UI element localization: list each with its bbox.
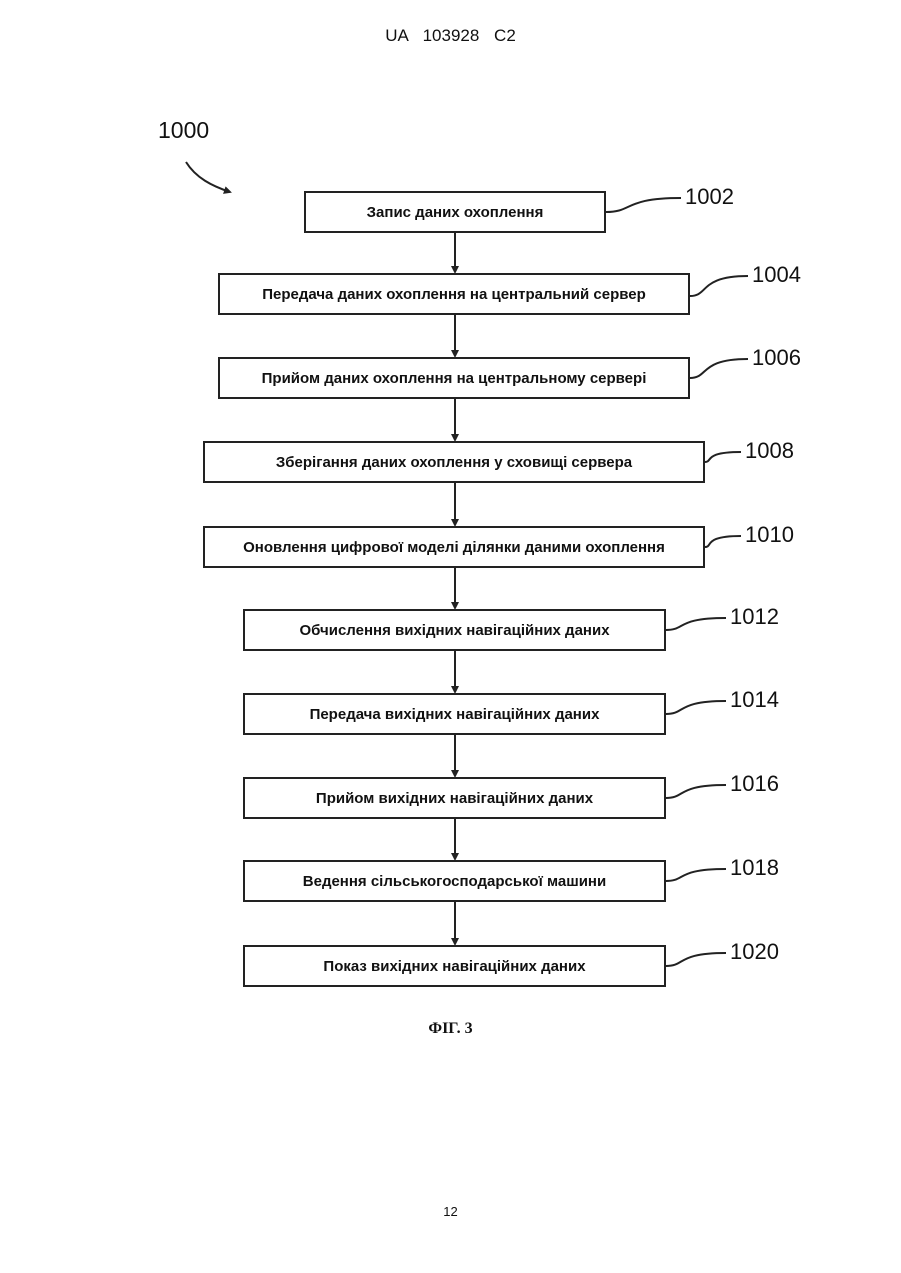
step-label-leader-line xyxy=(666,869,726,881)
page-number: 12 xyxy=(0,1204,901,1219)
flow-step-number: 1008 xyxy=(745,438,794,464)
flow-step-box: Зберігання даних охоплення у сховищі сер… xyxy=(203,441,705,483)
figure-reference-number: 1000 xyxy=(158,117,209,144)
flow-step-number: 1016 xyxy=(730,771,779,797)
flow-step-box: Прийом вихідних навігаційних даних xyxy=(243,777,666,819)
step-label-leader-line xyxy=(606,198,681,212)
reference-pointer-arrow xyxy=(186,162,230,192)
step-label-leader-line xyxy=(666,953,726,966)
flow-step-number: 1004 xyxy=(752,262,801,288)
flow-step-number: 1014 xyxy=(730,687,779,713)
step-label-leader-line xyxy=(690,276,748,296)
flow-step-box: Показ вихідних навігаційних даних xyxy=(243,945,666,987)
flow-step-box: Обчислення вихідних навігаційних даних xyxy=(243,609,666,651)
flow-step-box: Оновлення цифрової моделі ділянки даними… xyxy=(203,526,705,568)
step-label-leader-line xyxy=(666,618,726,630)
flow-step-box: Передача вихідних навігаційних даних xyxy=(243,693,666,735)
flow-step-number: 1018 xyxy=(730,855,779,881)
flow-step-box: Ведення сільськогосподарської машини xyxy=(243,860,666,902)
flow-step-box: Запис даних охоплення xyxy=(304,191,606,233)
flow-step-number: 1010 xyxy=(745,522,794,548)
flow-step-number: 1020 xyxy=(730,939,779,965)
step-label-leader-line xyxy=(666,785,726,798)
flow-step-box: Передача даних охоплення на центральний … xyxy=(218,273,690,315)
step-label-leader-line xyxy=(705,536,741,547)
step-label-leader-line xyxy=(690,359,748,378)
step-label-leader-line xyxy=(666,701,726,714)
flow-step-number: 1006 xyxy=(752,345,801,371)
flow-step-number: 1002 xyxy=(685,184,734,210)
step-label-leader-line xyxy=(705,452,741,462)
flow-step-box: Прийом даних охоплення на центральному с… xyxy=(218,357,690,399)
figure-caption: ФІГ. 3 xyxy=(0,1020,901,1038)
flow-step-number: 1012 xyxy=(730,604,779,630)
patent-header: UA 103928 C2 xyxy=(0,26,901,46)
